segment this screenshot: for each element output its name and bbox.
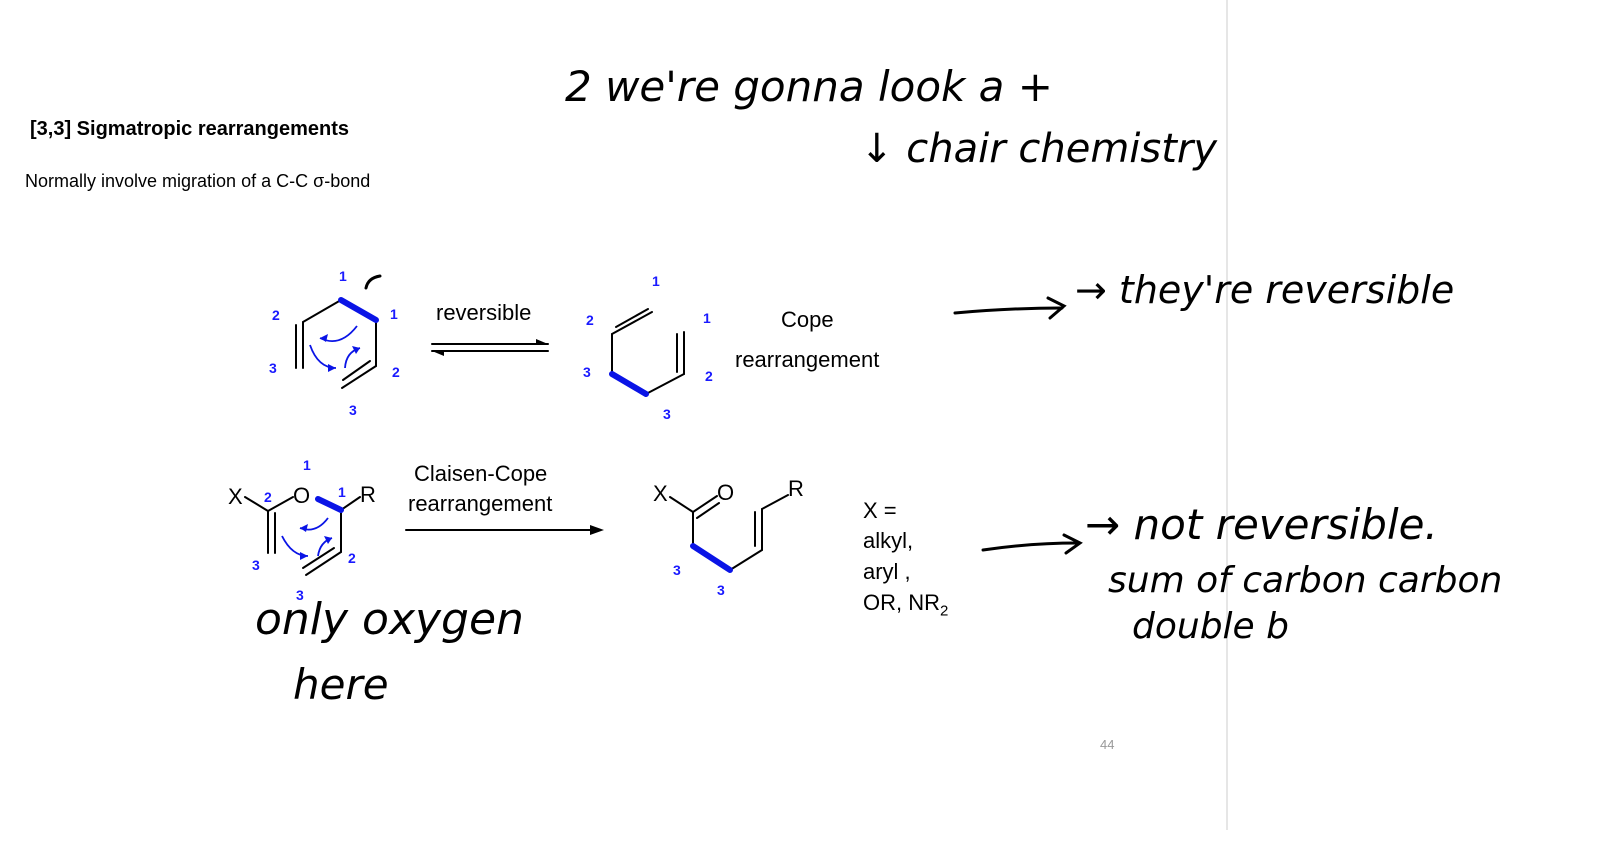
bond <box>692 495 718 513</box>
page-number: 44 <box>1100 737 1115 752</box>
atom-r: R <box>360 482 376 507</box>
bond <box>244 496 269 512</box>
handwritten-note-chair: ↓ chair chemistry <box>860 126 1218 172</box>
position-number: 3 <box>673 562 681 578</box>
atom-r: R <box>788 476 804 501</box>
curly-arrow <box>309 344 337 369</box>
handwritten-note-oxygen: only oxygen <box>255 594 524 645</box>
atom-x: X <box>228 484 243 509</box>
bond <box>645 373 685 395</box>
position-number: 2 <box>272 307 280 323</box>
x-definition-3: aryl , <box>863 559 911 584</box>
handwritten-arrow <box>981 541 1080 552</box>
x-definition-4: OR, NR2 <box>863 590 948 619</box>
bond <box>267 496 294 512</box>
slide-title: [3,3] Sigmatropic rearrangements <box>30 118 349 140</box>
bond <box>342 360 371 381</box>
claisen-arrow-label-1: Claisen-Cope <box>414 461 548 486</box>
bond <box>669 496 694 513</box>
page-divider <box>1226 0 1228 830</box>
position-number: 1 <box>652 273 660 289</box>
position-number: 3 <box>252 557 260 573</box>
position-number: 2 <box>264 489 272 505</box>
handwritten-arrowhead <box>1062 533 1083 555</box>
position-number: 3 <box>583 364 591 380</box>
handwritten-mark <box>364 274 382 290</box>
claisen-arrow-label-2: rearrangement <box>408 491 553 516</box>
bond <box>302 547 335 569</box>
position-number: 3 <box>349 402 357 418</box>
sigma-bond-highlight <box>609 371 649 397</box>
position-number: 2 <box>705 368 713 384</box>
handwritten-arrowhead <box>1046 296 1067 320</box>
position-number: 1 <box>339 268 347 284</box>
cope-name-line1: Cope <box>781 307 834 332</box>
handwritten-note-double: double b <box>1132 606 1289 647</box>
slide-subtitle: Normally involve migration of a C-C σ-bo… <box>25 171 371 191</box>
handwritten-note-not-reversible: → not reversible. <box>1085 500 1438 549</box>
handwritten-arrow <box>953 306 1064 315</box>
bond <box>341 365 377 389</box>
cope-arrow-label: reversible <box>436 300 532 325</box>
sigma-bond-highlight <box>338 297 379 323</box>
position-number: 3 <box>296 587 304 603</box>
atom-o: O <box>717 480 735 505</box>
x-definition-1: X = <box>863 498 897 523</box>
bond <box>696 502 720 519</box>
position-number: 1 <box>338 484 346 500</box>
position-number: 1 <box>390 306 398 322</box>
position-number: 2 <box>586 312 594 328</box>
handwritten-note-here: here <box>293 660 389 709</box>
position-number: 3 <box>663 406 671 422</box>
position-number: 2 <box>348 550 356 566</box>
handwritten-note-sum: sum of carbon carbon <box>1108 560 1503 601</box>
position-number: 3 <box>269 360 277 376</box>
bond <box>761 494 789 510</box>
subscript: 2 <box>940 602 949 620</box>
bond <box>729 549 763 571</box>
bond <box>305 551 342 576</box>
position-number: 1 <box>303 457 311 473</box>
position-number: 3 <box>717 582 725 598</box>
handwritten-note-top: 2 we're gonna look a + <box>565 62 1053 111</box>
cope-name-line2: rearrangement <box>735 347 880 372</box>
handwritten-note-reversible: → they're reversible <box>1075 268 1455 312</box>
bond <box>302 299 342 323</box>
atom-x: X <box>653 481 668 506</box>
bond <box>340 496 361 511</box>
x-definition-text: OR, NR <box>863 590 940 615</box>
position-number: 2 <box>392 364 400 380</box>
sigma-bond-highlight <box>315 496 344 513</box>
curly-arrow <box>281 535 309 557</box>
bond <box>615 308 649 328</box>
atom-o: O <box>293 483 311 508</box>
x-definition-2: alkyl, <box>863 528 914 553</box>
position-number: 1 <box>703 310 711 326</box>
bond <box>611 311 653 335</box>
sigma-bond-highlight <box>690 543 733 573</box>
